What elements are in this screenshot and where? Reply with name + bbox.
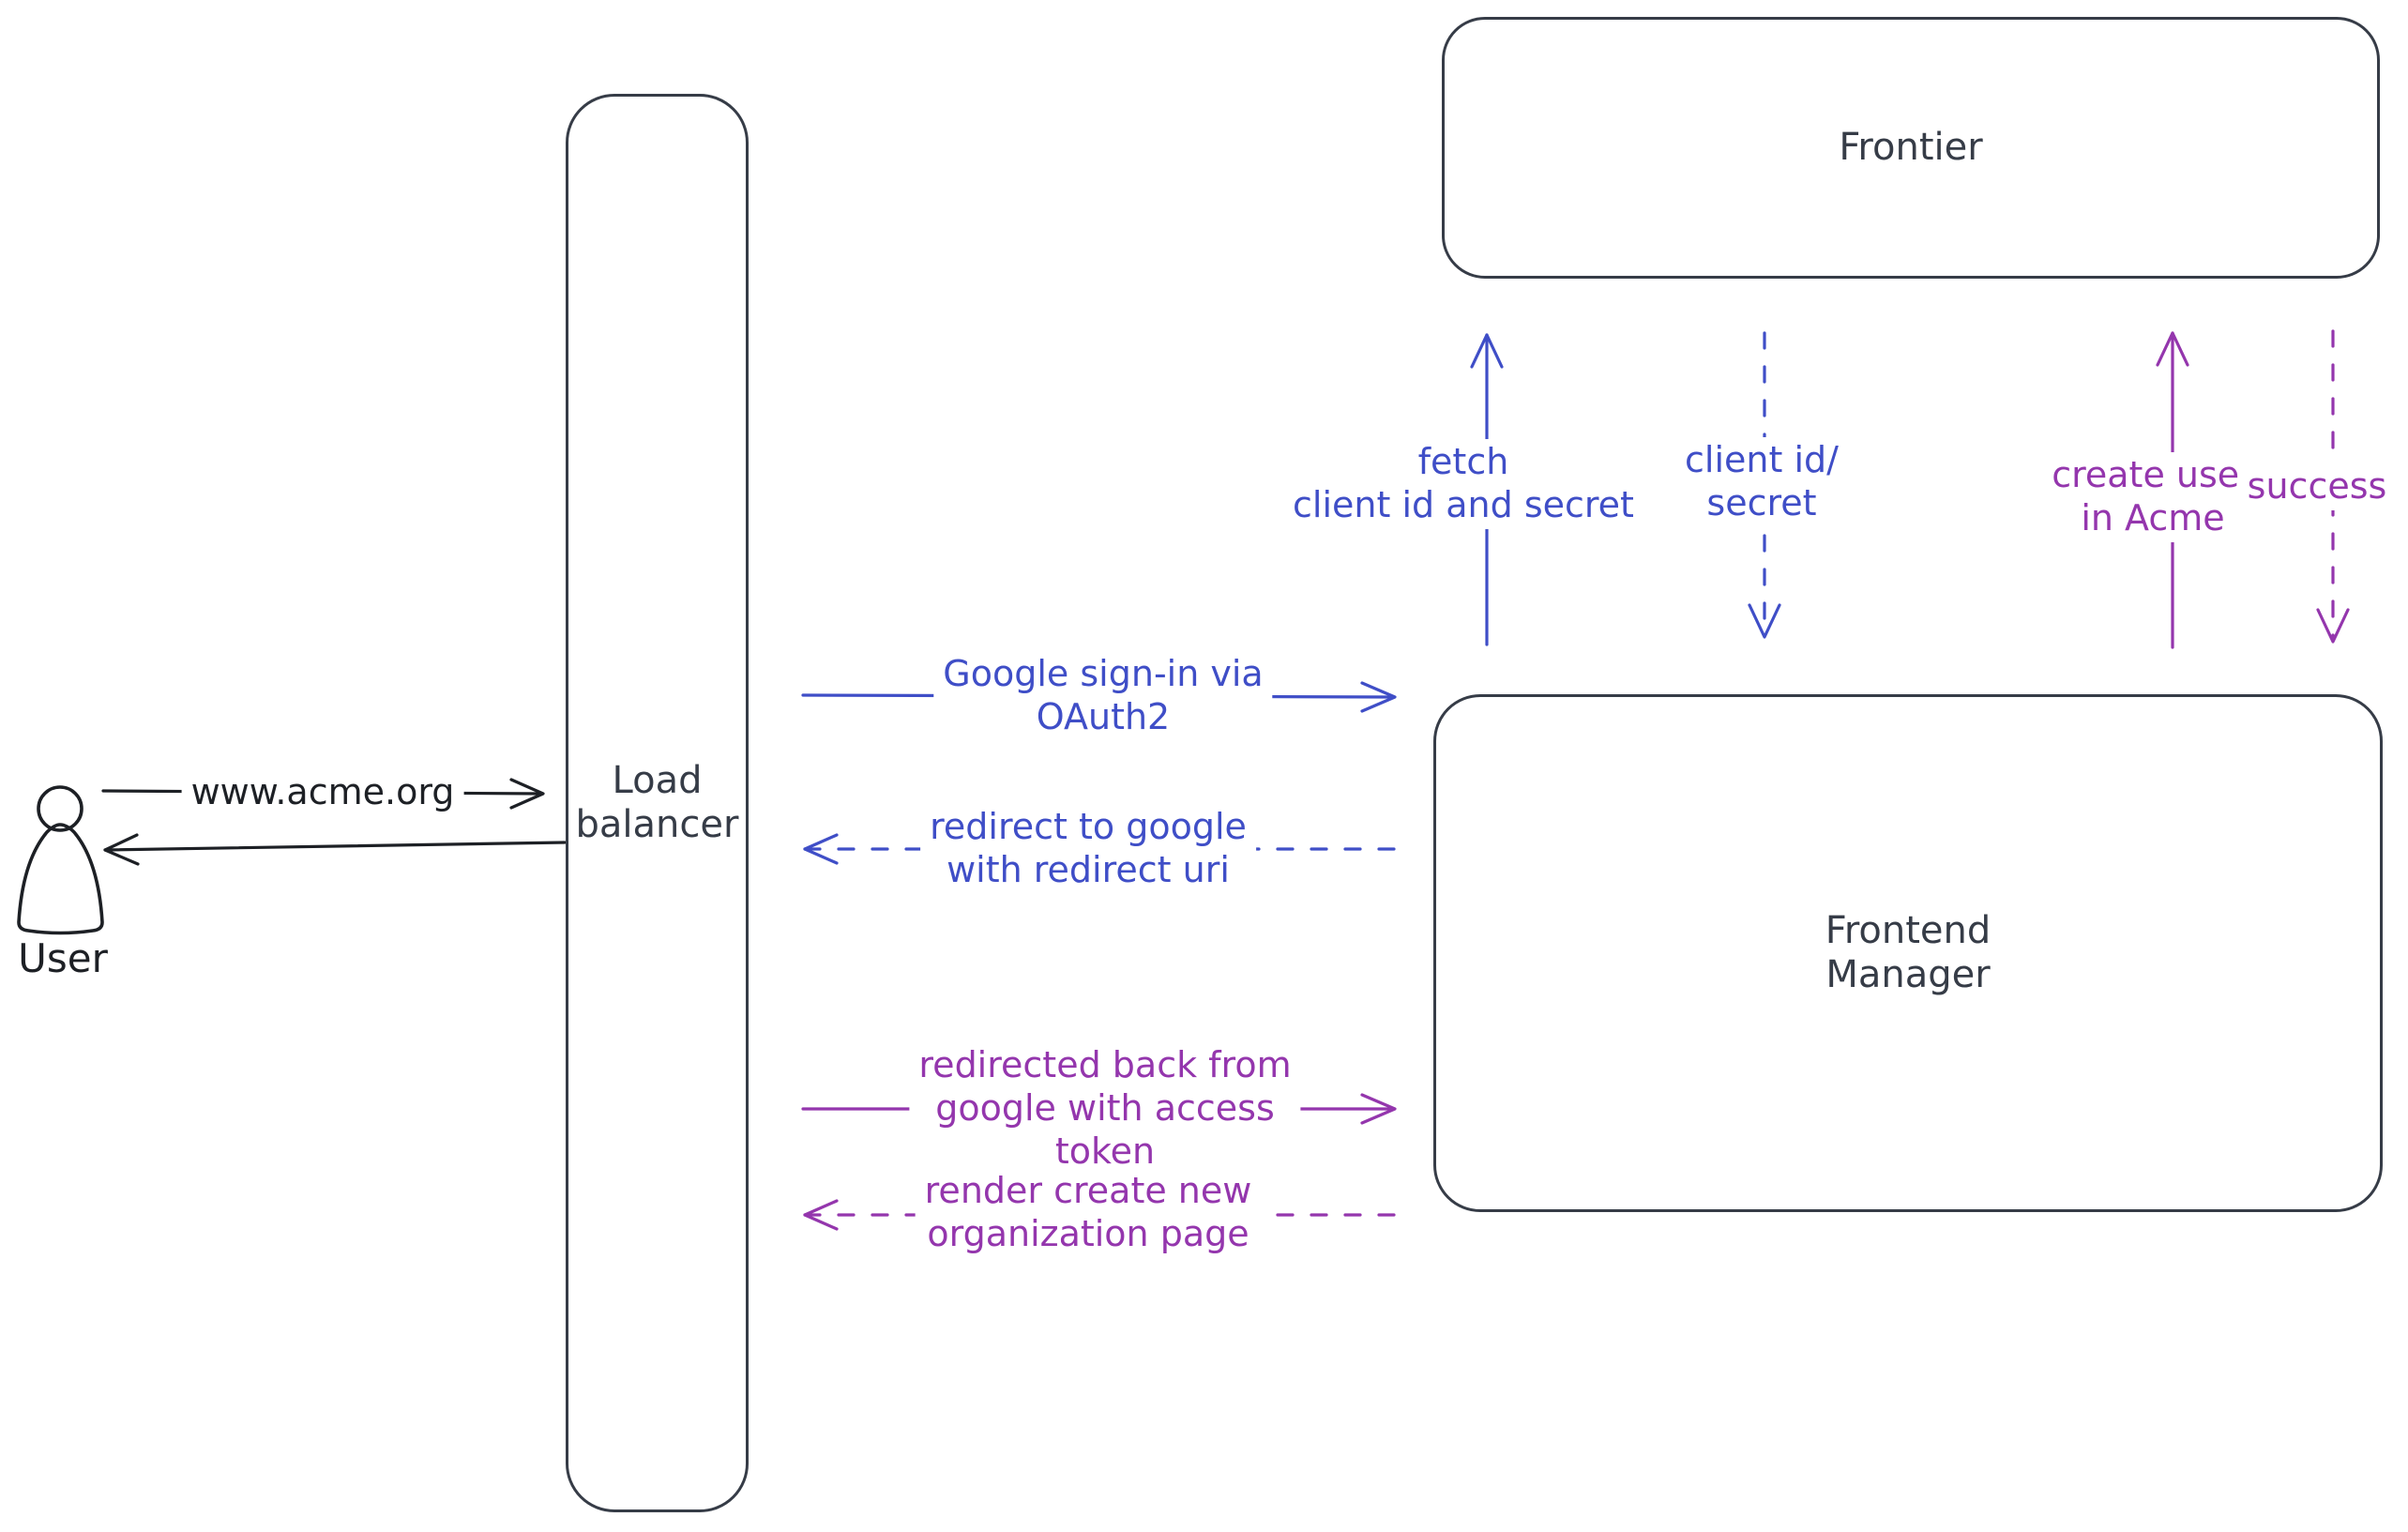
frontend-manager-label: Frontend Manager [1825,908,1992,996]
user-label: User [18,934,108,981]
edge-label-www-acme: www.acme.org [181,769,464,816]
edge-label-create-user: create user in Acme [2042,452,2264,542]
edge-label-fetch-client-secret: fetch client id and secret [1283,439,1643,529]
user-icon [17,785,104,935]
edge-label-redirected-back: redirected back from google with access … [909,1042,1301,1176]
node-frontier: Frontier [1442,17,2380,279]
arrow-success [2316,329,2350,644]
edge-label-google-signin: Google sign-in via OAuth2 [933,651,1273,741]
edge-label-redirect-to-google: redirect to google with redirect uri [920,804,1256,894]
edge-label-success: success [2237,463,2397,510]
load-balancer-label: Load balancer [575,758,739,846]
edge-label-client-id-secret: client id/ secret [1675,437,1848,527]
frontier-label: Frontier [1839,125,1983,169]
arrow-user-return [103,833,567,866]
node-frontend-manager: Frontend Manager [1433,694,2383,1212]
edge-label-render-org-page: render create new organization page [915,1168,1262,1258]
node-load-balancer: Load balancer [566,94,749,1512]
arrow-render-org-page [803,1199,1396,1231]
arrow-redirect-to-google [803,833,1396,865]
